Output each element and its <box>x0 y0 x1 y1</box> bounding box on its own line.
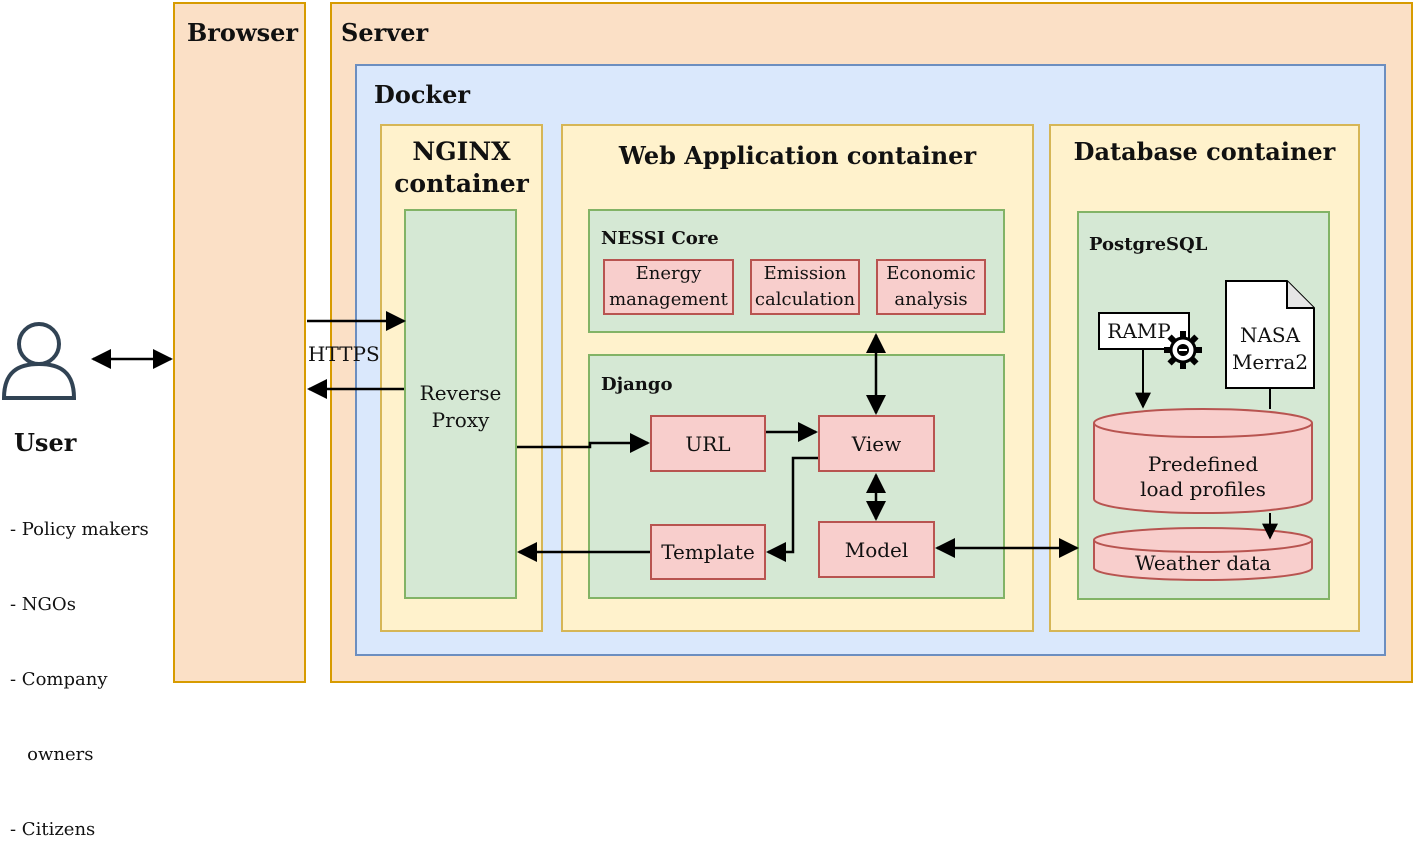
user-role-1: - Policy makers <box>10 519 149 540</box>
model-box: Model <box>818 521 935 578</box>
user-icon <box>1 322 77 400</box>
emission-calculation-line2: calculation <box>754 289 856 310</box>
load-profiles-line2: load profiles <box>1140 477 1266 501</box>
nasa-line1: NASA <box>1239 323 1301 347</box>
diagram-graphics <box>1 280 1315 581</box>
load-profiles-cylinder <box>1093 408 1313 514</box>
document-fold-icon <box>1286 281 1314 309</box>
economic-analysis-line2: analysis <box>894 289 968 310</box>
postgresql-title: PostgreSQL <box>1089 234 1208 255</box>
nasa-line2: Merra2 <box>1231 350 1309 374</box>
weather-data-cylinder <box>1093 527 1313 581</box>
view-box: View <box>818 415 935 472</box>
load-profiles-line1: Predefined <box>1147 452 1259 476</box>
database-title: Database container <box>1073 137 1336 166</box>
reverse-proxy-label: Reverse Proxy <box>404 380 517 434</box>
user-role-3b: owners <box>10 744 94 765</box>
browser-lane <box>173 2 306 683</box>
economic-analysis-line1: Economic <box>886 263 976 284</box>
user-role-3: - Company <box>10 669 108 690</box>
user-role-4: - Citizens <box>10 819 96 840</box>
nginx-title-line2: container <box>394 169 529 198</box>
emission-calculation-line1: Emission <box>763 263 847 284</box>
weather-data-label: Weather data <box>1134 551 1272 575</box>
user-role-2: - NGOs <box>10 594 76 615</box>
nessi-core-title: NESSI Core <box>601 228 719 249</box>
energy-management-line2: management <box>609 289 728 310</box>
view-template-arrow <box>766 456 818 562</box>
browser-label: Browser <box>187 18 299 47</box>
reverse-proxy-line2: Proxy <box>431 408 490 432</box>
ramp-label: RAMP <box>1107 319 1171 343</box>
emission-calculation-module: Emission calculation <box>750 259 860 315</box>
economic-analysis-module: Economic analysis <box>876 259 986 315</box>
gear-icon <box>1164 331 1202 369</box>
nasa-label: NASA Merra2 <box>1226 322 1314 376</box>
template-box: Template <box>650 524 766 580</box>
energy-management-module: Energy management <box>603 259 734 315</box>
django-title: Django <box>601 374 673 395</box>
user-label: User <box>14 428 77 457</box>
url-box: URL <box>650 415 766 472</box>
reverse-proxy-line1: Reverse <box>419 381 502 405</box>
docker-label: Docker <box>374 80 470 109</box>
nginx-title: NGINX container <box>380 136 543 200</box>
reverse-proxy <box>404 209 517 599</box>
server-label: Server <box>341 18 429 47</box>
https-label: HTTPS <box>308 342 380 366</box>
nginx-title-line1: NGINX <box>412 137 511 166</box>
load-profiles-label: Predefined load profiles <box>1094 452 1312 502</box>
webapp-title: Web Application container <box>618 141 977 170</box>
energy-management-line1: Energy <box>635 263 702 284</box>
proxy-url-arrow <box>517 433 650 453</box>
